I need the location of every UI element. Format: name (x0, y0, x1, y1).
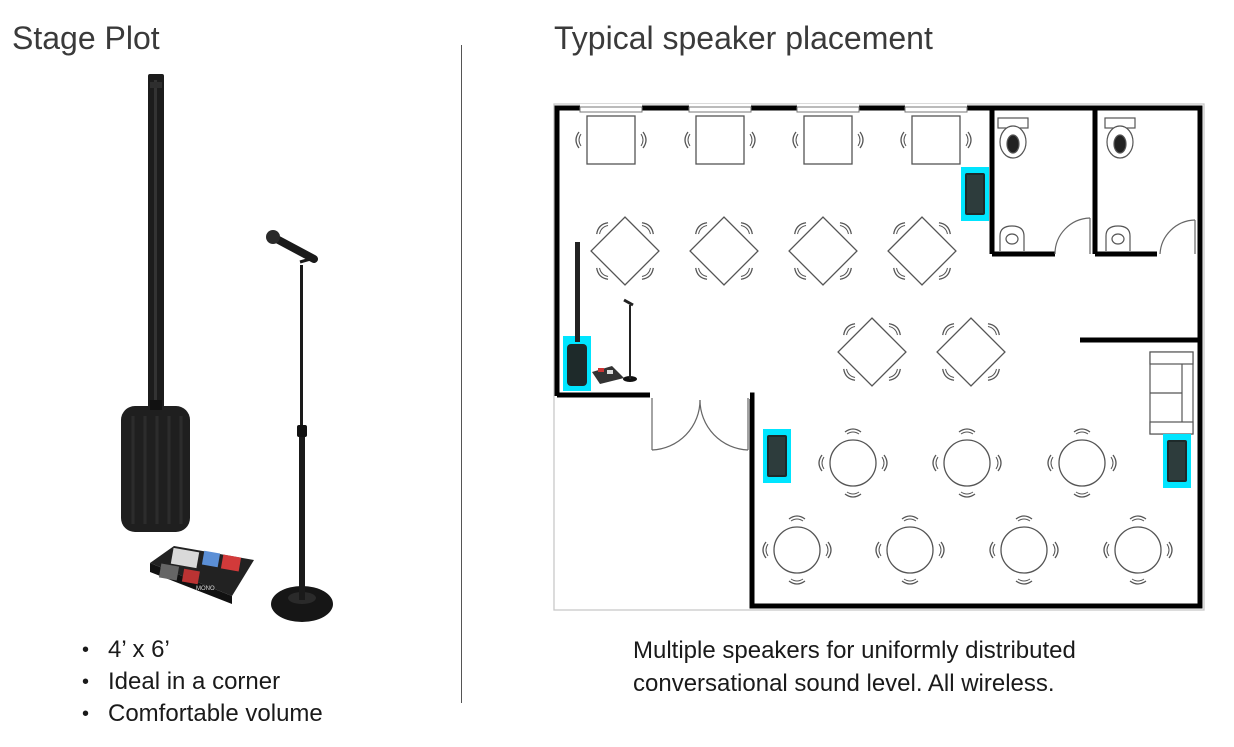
sofa-icon (1149, 351, 1194, 435)
pedalboard-icon: MONO (150, 546, 254, 604)
stage-equipment: MONO (121, 74, 333, 622)
speaker-icon (961, 167, 989, 221)
stage-plot-title: Stage Plot (12, 20, 160, 56)
pedalboard-icon (592, 366, 624, 384)
column-speaker-icon (121, 74, 190, 532)
walls (554, 105, 1203, 609)
toilet-icon (997, 117, 1029, 159)
floor-plan (553, 103, 1205, 611)
microphone-stand-icon (266, 230, 333, 622)
section-divider (461, 45, 462, 703)
placement-caption: Multiple speakers for uniformly distribu… (633, 637, 1076, 697)
table-icon (576, 107, 971, 164)
toilet-icon (1104, 117, 1136, 159)
door-icon (1054, 217, 1196, 255)
table-icon (763, 429, 1172, 584)
table-icon (591, 217, 1005, 386)
placement-title: Typical speaker placement (554, 20, 933, 56)
speaker-icon (1163, 434, 1191, 488)
door-icon (651, 398, 749, 451)
sink-icon (999, 225, 1131, 251)
bullet-item: 4’ x 6’ (82, 634, 323, 666)
microphone-stand-icon (623, 298, 637, 382)
stage-plot-bullets: 4’ x 6’ Ideal in a corner Comfortable vo… (82, 634, 323, 730)
column-speaker-icon (563, 242, 591, 391)
pedalboard-brand: MONO (196, 586, 215, 592)
bullet-item: Comfortable volume (82, 698, 323, 730)
speaker-icon (763, 429, 791, 483)
bullet-item: Ideal in a corner (82, 666, 323, 698)
